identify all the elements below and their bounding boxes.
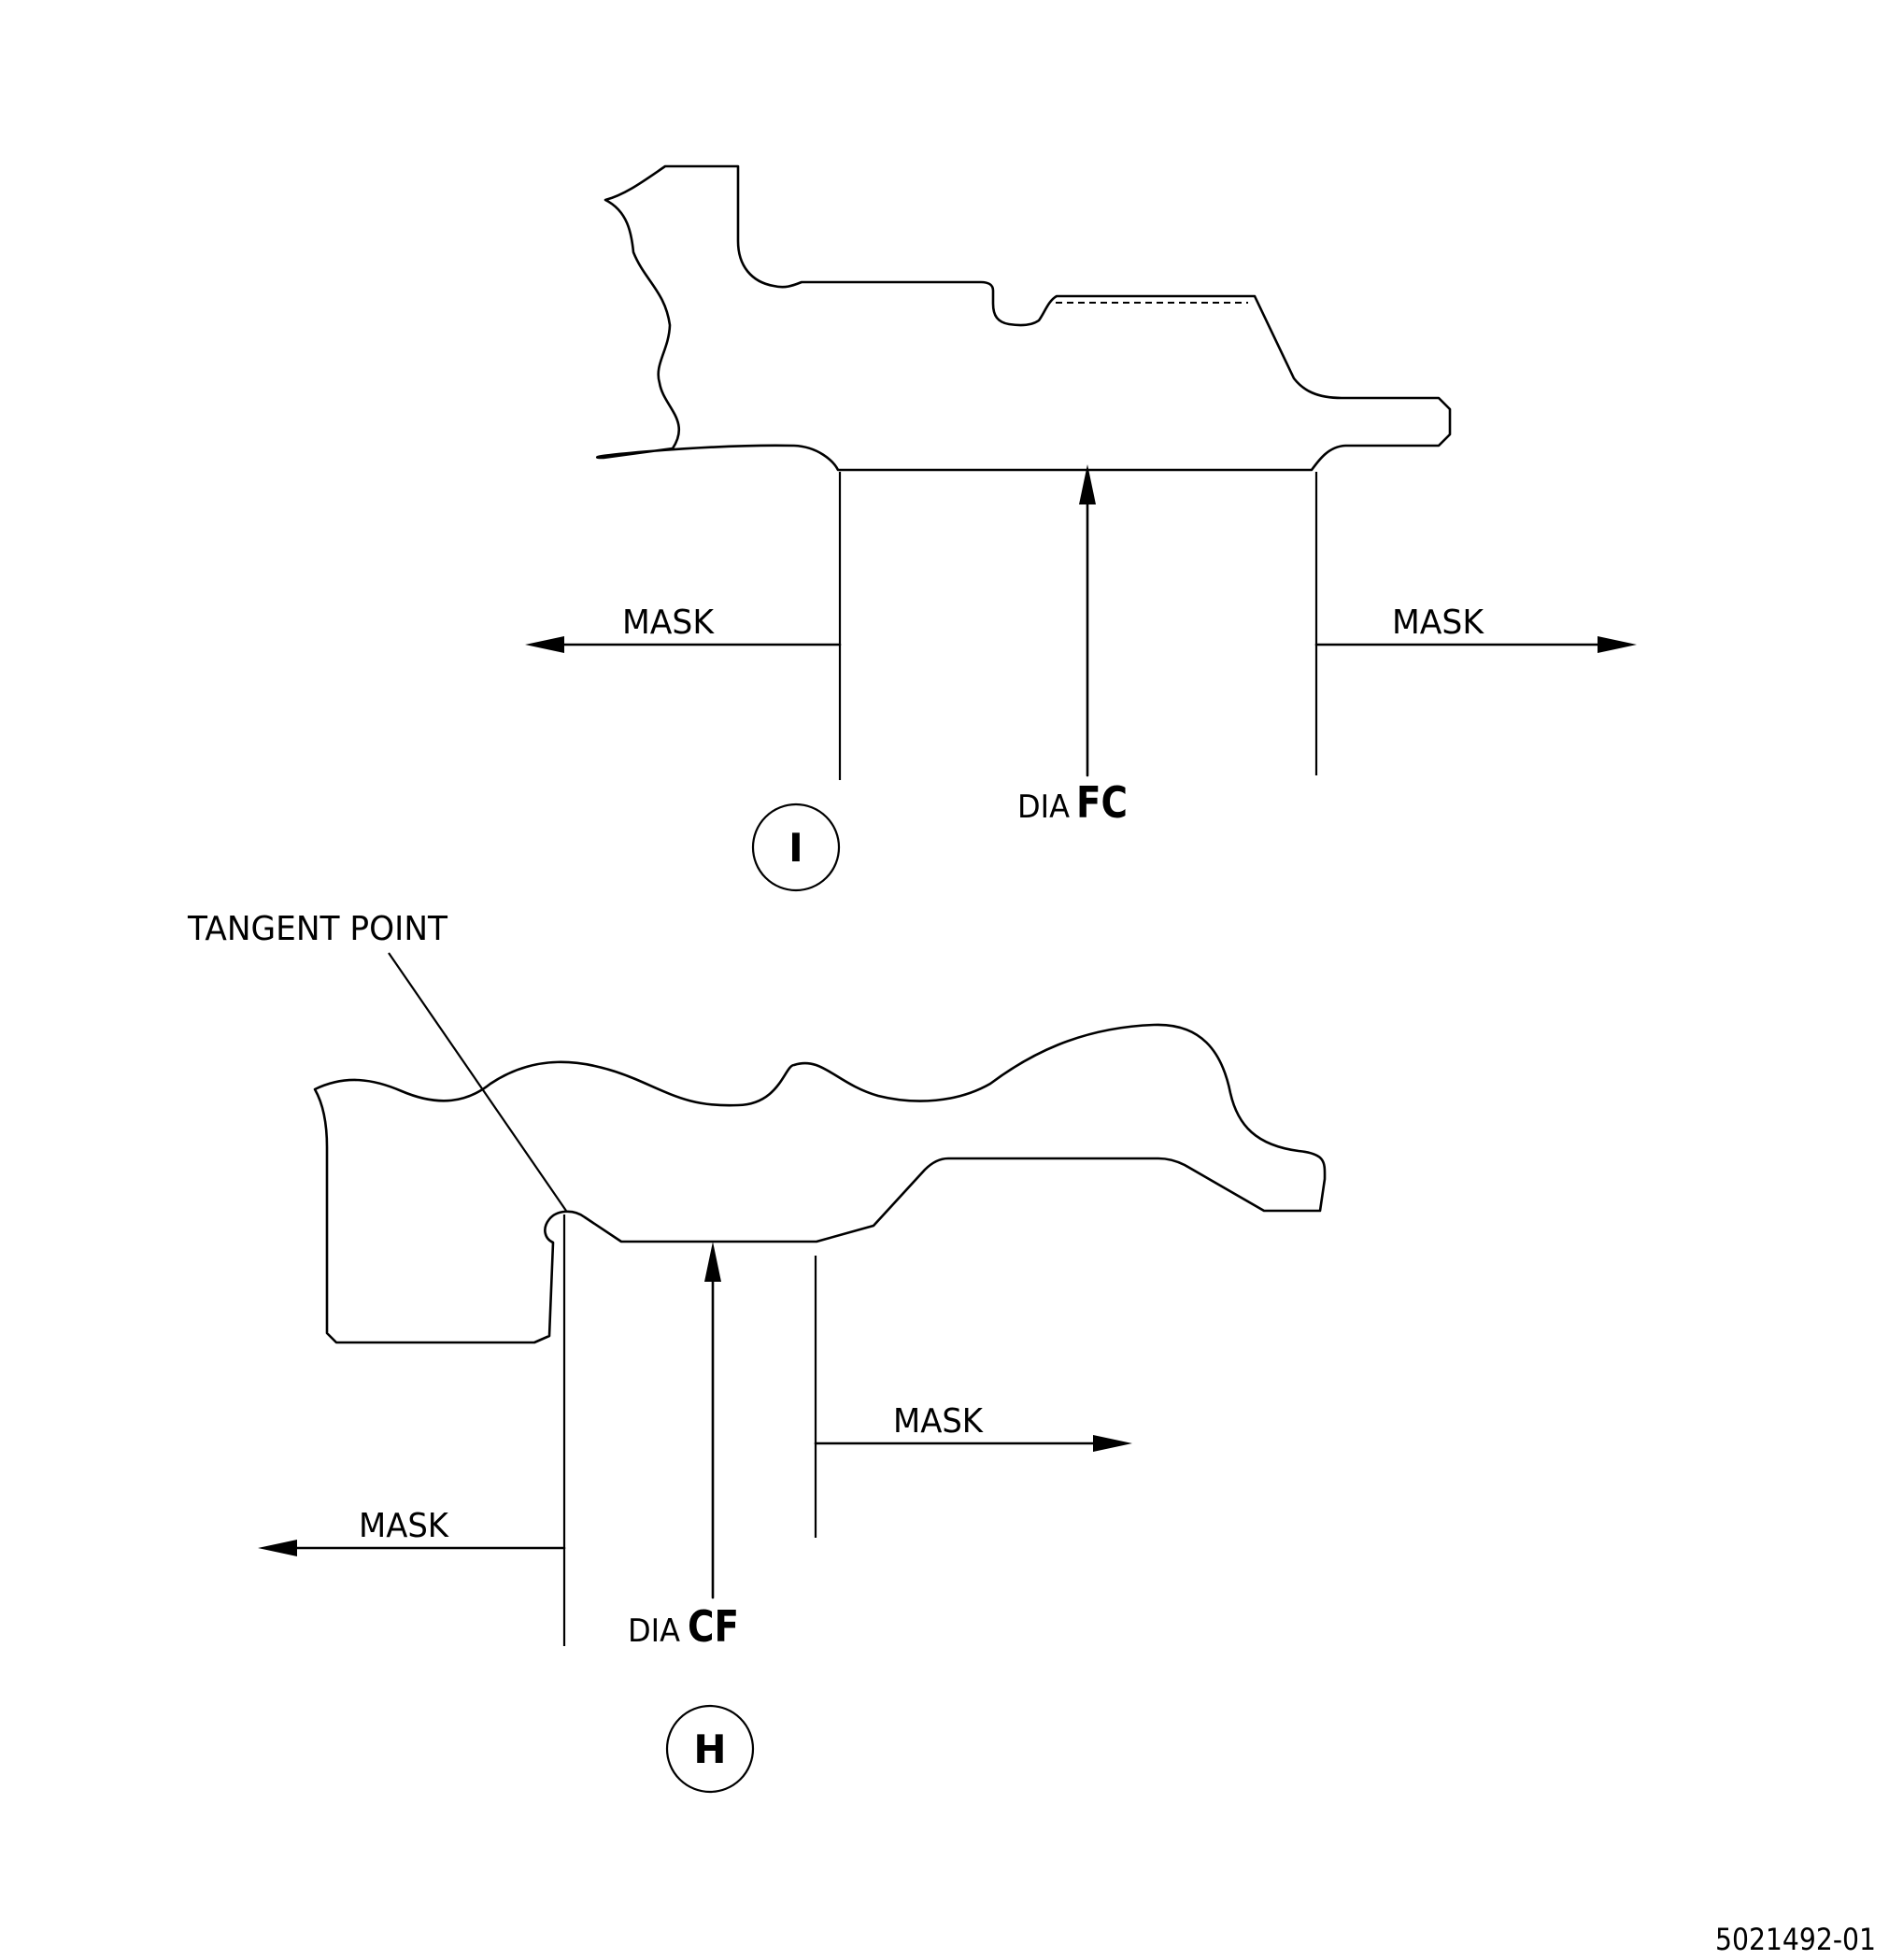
tangent-point-leader-line — [388, 952, 567, 1212]
view-h: TANGENT POINT MASK MASK DIA CF H — [187, 910, 1327, 1794]
view-i-dia-prefix: DIA — [1017, 788, 1070, 826]
view-i-mask-left-label: MASK — [622, 604, 715, 642]
view-h-dia-arrowhead — [704, 1242, 721, 1282]
view-i-dia-arrowhead — [1079, 464, 1096, 504]
view-i: MASK MASK DIA FC I — [525, 164, 1637, 892]
view-i-mask-left-arrowhead — [525, 636, 564, 653]
tangent-point-label: TANGENT POINT — [187, 910, 448, 948]
view-h-mask-right-arrowhead — [1093, 1435, 1132, 1452]
view-h-id-circle — [665, 1704, 755, 1794]
view-i-part-outline — [595, 164, 1452, 472]
view-h-id-letter: H — [693, 1726, 726, 1772]
view-i-id-letter: I — [788, 825, 803, 871]
view-i-mask-right-label: MASK — [1392, 604, 1484, 642]
view-i-mask-right-arrowhead — [1598, 636, 1637, 653]
view-h-mask-right-label: MASK — [893, 1402, 984, 1441]
view-h-dia-prefix: DIA — [628, 1612, 680, 1650]
view-h-dia-code: CF — [688, 1601, 739, 1652]
view-h-mask-left-label: MASK — [359, 1507, 449, 1545]
view-h-mask-left-arrowhead — [258, 1540, 297, 1556]
view-i-id-circle — [751, 802, 841, 892]
view-h-part-outline — [313, 1023, 1327, 1344]
figure-number: 5021492-01 — [1715, 1922, 1876, 1957]
view-i-dia-code: FC — [1076, 777, 1128, 828]
